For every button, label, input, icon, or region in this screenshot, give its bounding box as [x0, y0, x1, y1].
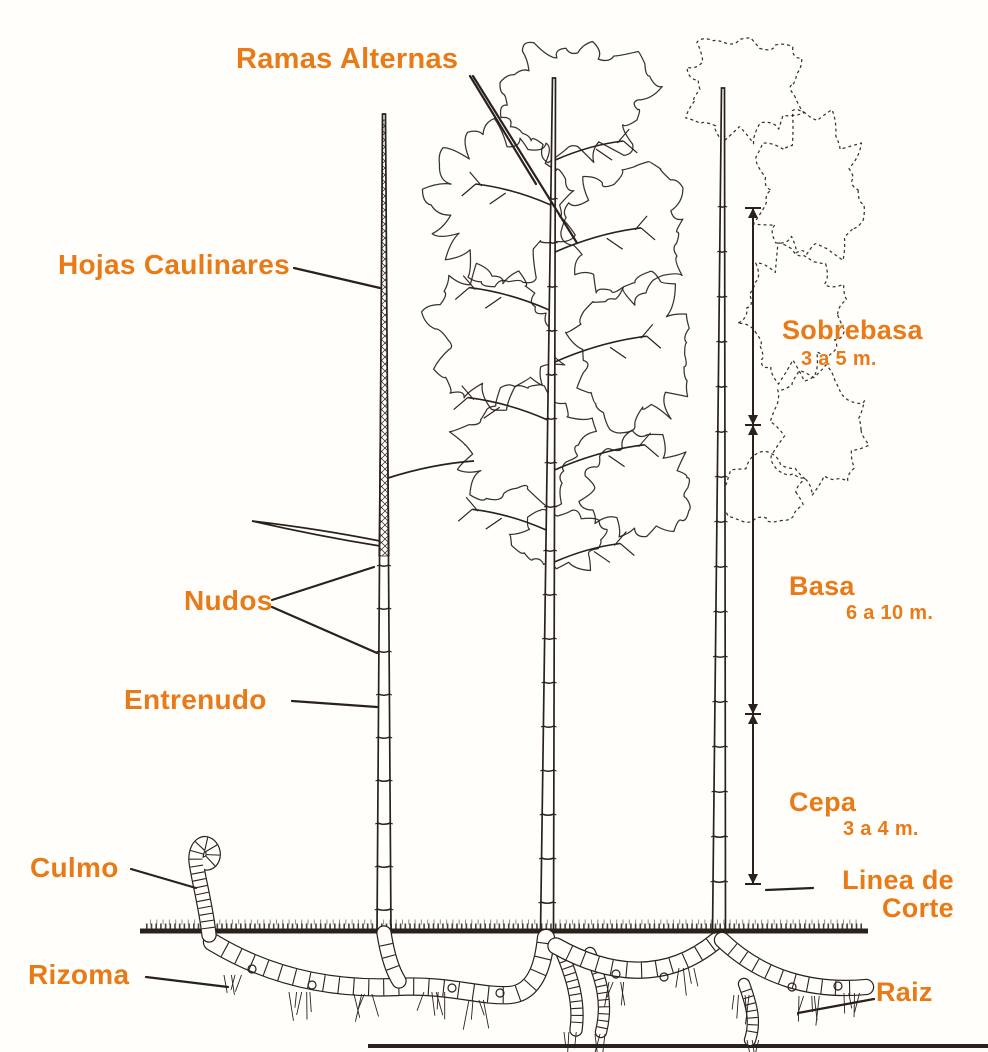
pointer-rizoma: [144, 975, 230, 989]
label-raiz: Raiz: [876, 977, 933, 1007]
pointer-nudos-1: [270, 565, 376, 602]
measure-arrow-bottom: [748, 874, 758, 884]
label-cepa: Cepa: [789, 787, 857, 817]
pointer-hojas: [292, 266, 382, 290]
label-sobrebasa: Sobrebasa: [782, 315, 923, 345]
label-basa-range: 6 a 10 m.: [846, 602, 934, 624]
bamboo-culms: [374, 77, 729, 934]
pointer-lines: [129, 74, 876, 1015]
label-cepa-range: 3 a 4 m.: [843, 818, 919, 840]
label-linea-de-corte: Linea de Corte: [842, 865, 954, 924]
label-hojas-caulinares: Hojas Caulinares: [58, 249, 290, 280]
label-nudos: Nudos: [184, 585, 273, 616]
label-sobrebasa-range: 3 a 5 m.: [801, 348, 877, 370]
ground-line: [140, 919, 988, 1048]
pointer-raiz: [796, 997, 876, 1015]
measure-arrows-mid2: [748, 704, 758, 724]
pointer-culmo: [129, 867, 198, 890]
pointer-entrenudo: [290, 699, 379, 709]
rhizome-and-roots: [188, 836, 875, 1052]
label-basa: Basa: [789, 571, 855, 601]
measure-arrow-top: [748, 208, 758, 218]
pointer-ramas-1: [468, 74, 538, 186]
label-entrenudo: Entrenudo: [124, 684, 267, 715]
label-culmo: Culmo: [30, 852, 119, 883]
alternate-branches: [251, 128, 662, 563]
pointer-linea-corte: [764, 886, 815, 892]
pointer-ramas-2: [471, 74, 579, 245]
label-rizoma: Rizoma: [28, 959, 130, 990]
foliage-scribbles: [420, 37, 870, 572]
height-measurement-line: [745, 207, 761, 885]
measure-arrows-mid1: [748, 415, 758, 435]
label-ramas-alternas: Ramas Alternas: [236, 43, 459, 75]
pointer-nudos-2: [270, 605, 379, 655]
